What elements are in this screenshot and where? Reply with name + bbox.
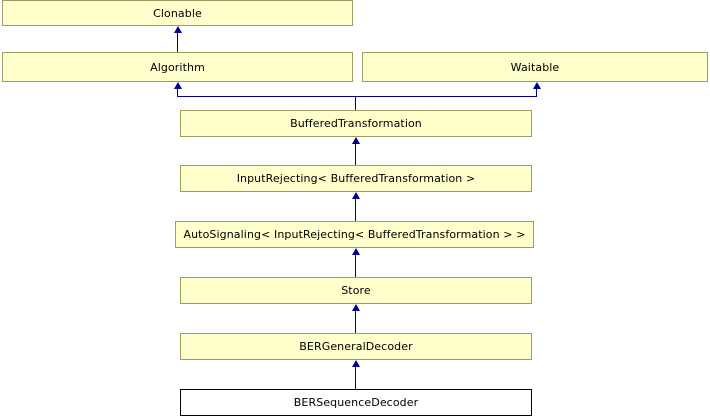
class-node-input-rejecting[interactable]: InputRejecting< BufferedTransformation > bbox=[180, 165, 532, 192]
edge-autosignaling-to-inputrejecting bbox=[355, 199, 356, 221]
edge-bus-to-waitable bbox=[536, 89, 537, 97]
class-node-label: AutoSignaling< InputRejecting< BufferedT… bbox=[183, 228, 526, 241]
class-node-label: BERSequenceDecoder bbox=[293, 396, 419, 409]
edge-store-to-autosignaling bbox=[355, 255, 356, 277]
arrowhead-store-to-autosignaling bbox=[352, 248, 360, 255]
arrowhead-autosignaling-to-inputrejecting bbox=[352, 192, 360, 199]
class-node-auto-signaling[interactable]: AutoSignaling< InputRejecting< BufferedT… bbox=[175, 221, 534, 248]
class-node-label: Store bbox=[341, 284, 371, 297]
edge-algorithm-to-clonable bbox=[177, 32, 178, 52]
arrowhead-bersequencedecoder-to-bergeneraldecoder bbox=[352, 360, 360, 367]
arrowhead-bufferedtransformation-to-algorithm bbox=[174, 82, 182, 89]
edge-bufferedtransformation-riser bbox=[355, 96, 356, 110]
edge-inputrejecting-to-bufferedtransformation bbox=[355, 144, 356, 165]
class-node-clonable[interactable]: Clonable bbox=[2, 0, 353, 26]
class-node-label: InputRejecting< BufferedTransformation > bbox=[236, 172, 476, 185]
class-node-label: BERGeneralDecoder bbox=[299, 340, 413, 353]
edge-bersequencedecoder-to-bergeneraldecoder bbox=[355, 367, 356, 389]
edge-bus-to-algorithm bbox=[177, 89, 178, 97]
edge-inheritance-bus bbox=[177, 96, 537, 97]
arrowhead-algorithm-to-clonable bbox=[174, 26, 182, 33]
class-node-buffered-transformation[interactable]: BufferedTransformation bbox=[180, 110, 532, 137]
class-node-label: Algorithm bbox=[150, 60, 205, 74]
class-node-algorithm[interactable]: Algorithm bbox=[2, 52, 353, 82]
class-node-label: Clonable bbox=[153, 6, 202, 20]
class-node-label: BufferedTransformation bbox=[290, 117, 422, 130]
class-node-label: Waitable bbox=[510, 60, 560, 74]
arrowhead-inputrejecting-to-bufferedtransformation bbox=[352, 137, 360, 144]
class-node-ber-general-decoder[interactable]: BERGeneralDecoder bbox=[180, 333, 532, 360]
class-node-ber-sequence-decoder[interactable]: BERSequenceDecoder bbox=[180, 389, 532, 416]
class-node-waitable[interactable]: Waitable bbox=[362, 52, 708, 82]
edge-bergeneraldecoder-to-store bbox=[355, 311, 356, 333]
class-node-store[interactable]: Store bbox=[180, 277, 532, 304]
arrowhead-bergeneraldecoder-to-store bbox=[352, 304, 360, 311]
arrowhead-bufferedtransformation-to-waitable bbox=[533, 82, 541, 89]
